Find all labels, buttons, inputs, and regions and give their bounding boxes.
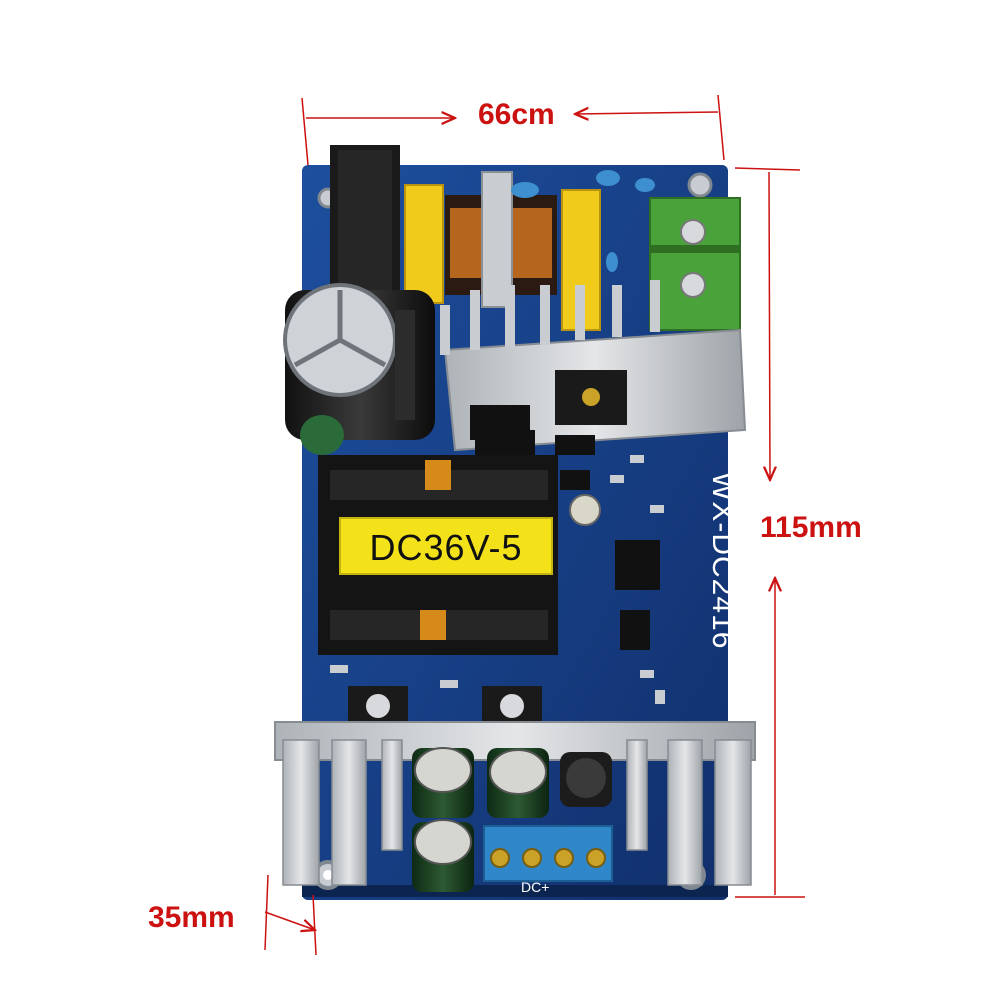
- transformer-voltage-label: DC36V-5: [369, 527, 523, 568]
- pcb-shadow-edge: [302, 885, 728, 897]
- output-terminal-label: DC+: [521, 879, 550, 895]
- bulk-capacitor: [283, 283, 435, 440]
- height-dimension-label: 115mm: [760, 511, 862, 544]
- output-terminal-block: [483, 825, 613, 882]
- input-terminal-block: [649, 197, 741, 331]
- dimension-lines: [264, 94, 805, 956]
- smd-components: [330, 405, 665, 704]
- width-dimension-label: 66cm: [478, 98, 555, 131]
- board-model-label: WX-DC2416: [693, 472, 753, 692]
- common-mode-choke: [445, 171, 557, 308]
- depth-dimension-label: 35mm: [148, 901, 235, 934]
- output-capacitors: [412, 747, 612, 892]
- transformer: [318, 455, 558, 655]
- board-model-text: WX-DC2416: [706, 472, 739, 650]
- x-capacitor-left: [404, 184, 444, 304]
- bottom-heatsink: [274, 721, 756, 886]
